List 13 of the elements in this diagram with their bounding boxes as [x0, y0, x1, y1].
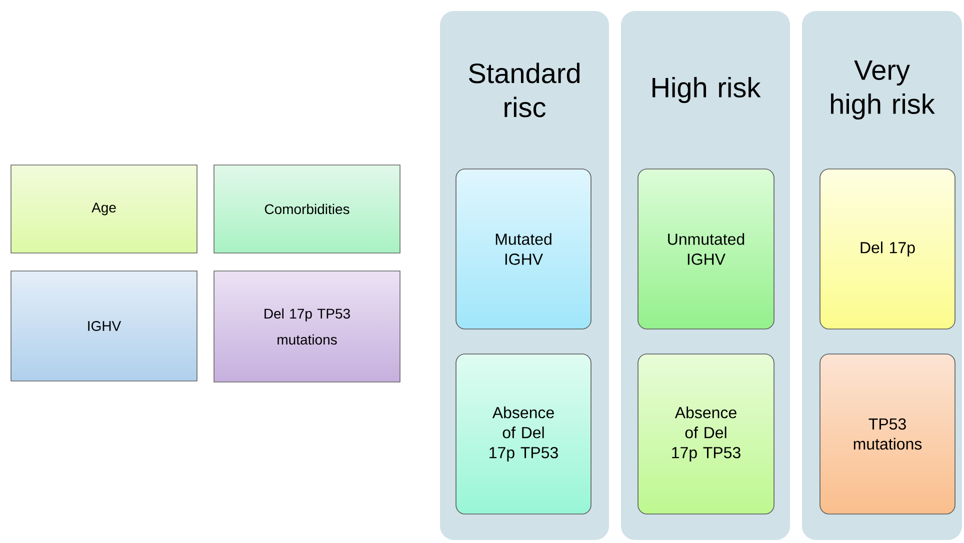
column-heading: Standard risc — [468, 62, 580, 118]
risk-card: Mutated IGHV — [456, 168, 592, 330]
factor-box: Del 17p TP53 mutations — [214, 270, 400, 382]
risk-card: Unmutated IGHV — [638, 168, 774, 330]
risk-card: Del 17p — [820, 168, 956, 330]
factor-box: Age — [10, 164, 198, 254]
factor-box: IGHV — [10, 270, 198, 382]
risk-card: Absence of Del 17p TP53 — [456, 354, 592, 514]
factor-box: Comorbidities — [214, 164, 400, 254]
risk-card: Absence of Del 17p TP53 — [638, 354, 774, 514]
column-heading: Very high risk — [831, 60, 935, 120]
column-heading: High risk — [652, 76, 761, 104]
risk-card: TP53 mutations — [820, 354, 956, 514]
